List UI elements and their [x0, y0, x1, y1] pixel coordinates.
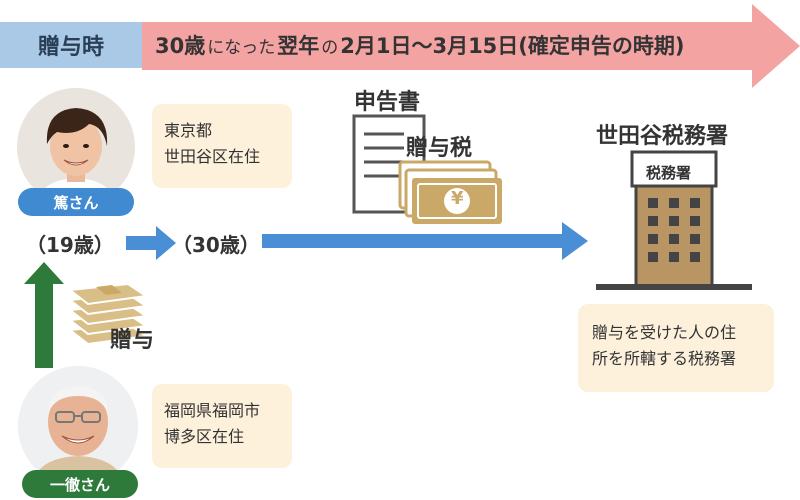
timeline-year: 翌年: [277, 34, 320, 58]
tax-office-building-icon: [596, 150, 752, 290]
money-stack-icon: [67, 282, 149, 346]
donor-address-line1: 福岡県福岡市: [164, 401, 261, 420]
tax-office-note: 贈与を受けた人の住 所を所轄する税務署: [578, 304, 774, 392]
recipient-address-line1: 東京都: [164, 121, 213, 140]
tax-office-sign: 税務署: [646, 164, 692, 182]
timeline-dates: 2月1日〜3月15日(確定申告の時期): [340, 34, 685, 58]
blue-arrow-short: [126, 226, 176, 260]
return-form-title: 申告書: [354, 90, 421, 115]
recipient-name-badge: 篤さん: [18, 188, 134, 216]
donor-avatar: [18, 366, 138, 486]
tax-office-title: 世田谷税務署: [596, 124, 729, 149]
donor-name-badge: 一徹さん: [22, 470, 138, 498]
age-at-gift: （19歳）: [26, 233, 114, 257]
gift-label: 贈与: [110, 328, 155, 353]
blue-arrow-long: [262, 222, 588, 260]
recipient-address-note: 東京都 世田谷区在住: [152, 104, 292, 188]
timeline-no: の: [321, 37, 339, 58]
recipient-address-line2: 世田谷区在住: [164, 147, 261, 166]
timeline-start-label: 贈与時: [0, 22, 142, 68]
timeline-connector: になった: [207, 37, 276, 58]
green-gift-arrow: [24, 262, 64, 368]
tax-office-note-line2: 所を所轄する税務署: [592, 349, 737, 368]
donor-address-note: 福岡県福岡市 博多区在住: [152, 384, 292, 468]
tax-office-note-line1: 贈与を受けた人の住: [592, 323, 737, 342]
gift-tax-label: 贈与税: [406, 136, 473, 161]
donor-address-line2: 博多区在住: [164, 427, 245, 446]
age-at-filing: （30歳）: [172, 233, 260, 257]
timeline-period-text: 30歳 になった 翌年 の 2月1日〜3月15日(確定申告の時期): [155, 22, 775, 68]
recipient-avatar: [17, 88, 135, 206]
timeline-age: 30歳: [155, 34, 206, 58]
timeline-arrow: [142, 4, 800, 88]
yen-symbol: ¥: [451, 188, 464, 209]
banknotes-icon: [398, 160, 502, 224]
